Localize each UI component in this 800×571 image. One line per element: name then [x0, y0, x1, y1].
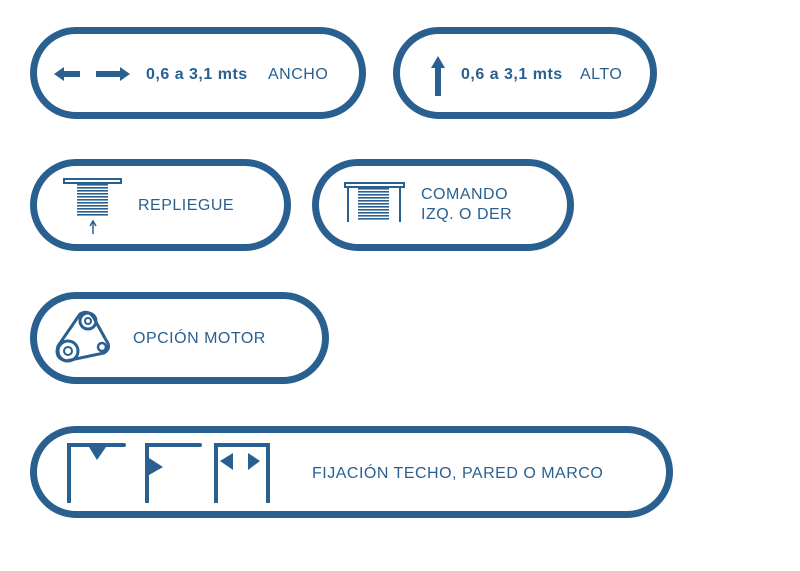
blind-control-icon [344, 182, 405, 222]
stack-badge [30, 159, 291, 251]
height-value: 0,6 a 3,1 mts [461, 66, 563, 83]
mounting-badge [30, 426, 673, 518]
motor-label: OPCIÓN MOTOR [133, 330, 266, 347]
belt-pulley-icon [55, 310, 111, 363]
wall-mount-icon [145, 443, 202, 503]
arrow-up-icon [431, 56, 445, 96]
height-badge [393, 27, 657, 119]
width-value: 0,6 a 3,1 mts [146, 66, 248, 83]
width-label: ANCHO [268, 66, 329, 83]
control-label-line2: IZQ. O DER [421, 206, 513, 223]
ceiling-mount-icon [67, 443, 126, 503]
stack-label: REPLIEGUE [138, 197, 235, 214]
control-badge [312, 159, 574, 251]
blind-stack-icon [63, 178, 122, 234]
mounting-label: FIJACIÓN TECHO, PARED O MARCO [312, 465, 604, 482]
width-badge [30, 27, 366, 119]
double-arrow-horizontal-icon [54, 67, 130, 81]
frame-mount-icon [214, 443, 270, 503]
motor-badge [30, 292, 329, 384]
control-label-line1: COMANDO [421, 186, 509, 203]
height-label: ALTO [580, 66, 623, 83]
